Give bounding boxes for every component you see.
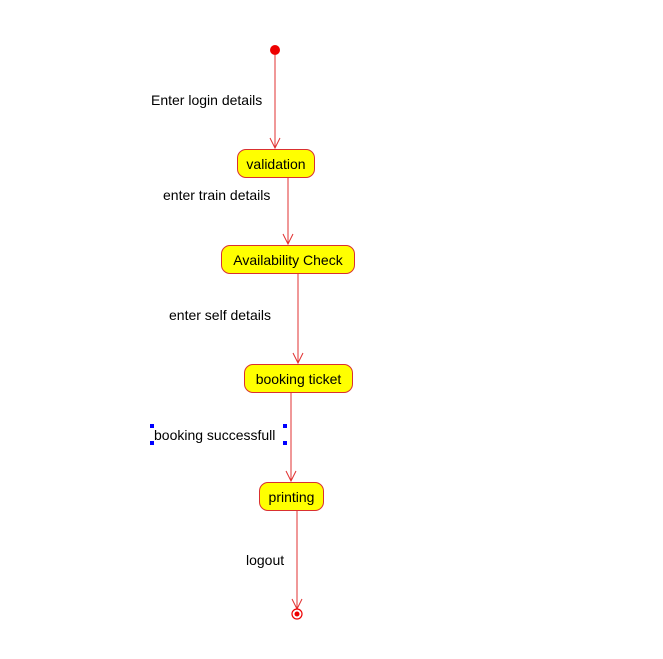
final-state-node[interactable] — [291, 608, 303, 620]
transition-label-login[interactable]: Enter login details — [151, 92, 263, 108]
state-printing[interactable]: printing — [259, 482, 324, 511]
transition-label-success[interactable]: booking successfull — [154, 427, 276, 443]
state-booking-ticket[interactable]: booking ticket — [244, 364, 353, 393]
selection-handle-top-right[interactable] — [283, 424, 287, 428]
transition-label-self[interactable]: enter self details — [169, 307, 271, 323]
arrowhead-self — [292, 352, 304, 365]
arrowhead-login — [269, 137, 281, 150]
state-availability-check-label: Availability Check — [233, 251, 343, 268]
initial-state-node[interactable] — [270, 45, 280, 55]
state-booking-ticket-label: booking ticket — [255, 370, 342, 387]
state-validation[interactable]: validation — [237, 149, 315, 178]
state-validation-label: validation — [246, 155, 306, 172]
arrowhead-train — [282, 233, 294, 246]
transition-label-logout[interactable]: logout — [246, 552, 285, 568]
selection-handle-bottom-left[interactable] — [150, 441, 154, 445]
transition-label-train[interactable]: enter train details — [163, 187, 271, 203]
arrowhead-success — [285, 470, 297, 483]
selection-handle-top-left[interactable] — [150, 424, 154, 428]
selection-handle-bottom-right[interactable] — [283, 441, 287, 445]
state-printing-label: printing — [268, 488, 315, 505]
state-availability-check[interactable]: Availability Check — [221, 245, 355, 274]
